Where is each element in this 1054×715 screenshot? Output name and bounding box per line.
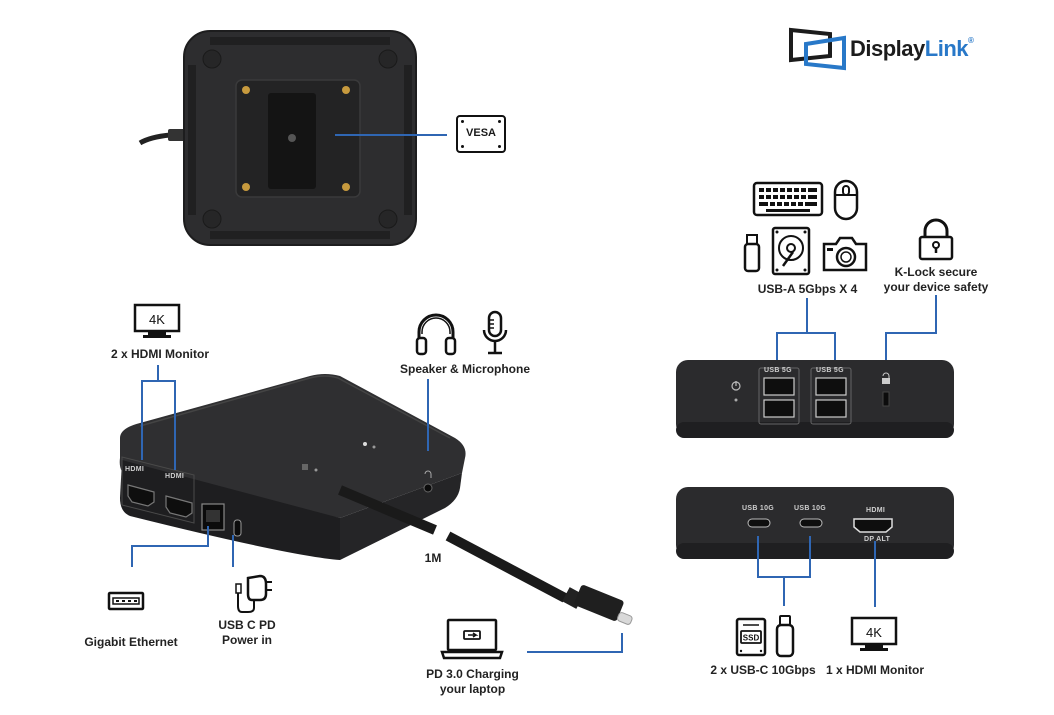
usb-a-callout-line-right — [834, 332, 836, 368]
audio-callout-line — [427, 379, 429, 451]
usb-5g-label-2: USB 5G — [816, 367, 844, 374]
usb-a-callout-line-left — [776, 332, 778, 368]
k-lock-label: K-Lock secure your device safety — [876, 265, 996, 295]
k-lock-callout-line-v2 — [885, 332, 887, 368]
gigabit-ethernet-label: Gigabit Ethernet — [84, 635, 178, 649]
microphone-icon — [482, 310, 508, 355]
hdmi-callout-line-left — [141, 380, 143, 460]
k-lock-callout-line-v1 — [935, 295, 937, 333]
usb-c-pd-power-label: USB C PD Power in — [212, 618, 282, 648]
usb-10g-label-1: USB 10G — [742, 505, 775, 512]
usb-c-callout-line-left — [757, 536, 759, 577]
hard-drive-icon — [771, 226, 811, 276]
usb-a-callout-line-h — [776, 332, 836, 334]
registered-mark: ® — [968, 36, 974, 45]
hdmi-callout-line-main — [157, 365, 159, 381]
displaylink-logo-icon — [789, 27, 846, 71]
device-bottom-view — [138, 25, 430, 250]
k-lock-icon — [918, 218, 954, 261]
power-callout-line — [232, 535, 234, 567]
ethernet-callout-line-v2 — [131, 545, 133, 567]
usb-c-callout-line-right — [809, 536, 811, 577]
keyboard-icon — [752, 181, 824, 217]
vesa-label: VESA — [466, 127, 496, 139]
laptop-charging-icon — [440, 618, 504, 660]
front-hdmi-port-label-2: HDMI — [165, 473, 185, 480]
power-adapter-icon — [235, 574, 272, 613]
monitor-4k-text: 4K — [149, 312, 165, 327]
monitor-4k-right-icon: 4K — [850, 616, 898, 651]
brand-name-display: Display — [850, 36, 925, 61]
usb-10g-label-2: USB 10G — [794, 505, 827, 512]
mouse-icon — [833, 179, 859, 221]
usb-flash-drive-icon — [743, 234, 761, 273]
device-front-image — [119, 374, 466, 560]
pd-charging-line2: your laptop — [439, 682, 506, 696]
k-lock-callout-line-h — [885, 332, 937, 334]
hdmi-right-callout-line — [874, 541, 876, 607]
hdmi-monitor-label: 2 x HDMI Monitor — [111, 347, 209, 361]
ssd-icon-text: SSD — [743, 634, 760, 643]
camera-icon — [822, 236, 868, 272]
usb-c-cable — [338, 485, 633, 625]
ethernet-callout-line-h — [131, 545, 209, 547]
speaker-microphone-label: Speaker & Microphone — [399, 362, 531, 376]
monitor-4k-right-text: 4K — [866, 625, 882, 640]
ssd-icon: SSD — [735, 617, 767, 657]
vesa-callout-line — [335, 134, 447, 136]
brand-name-link: Link — [924, 36, 969, 61]
hdmi-monitor-right-label: 1 x HDMI Monitor — [826, 663, 924, 677]
usb-c-pd-line1: USB C PD — [218, 618, 276, 632]
ethernet-icon — [107, 591, 145, 611]
pd-charging-label: PD 3.0 Charging your laptop — [415, 667, 530, 697]
laptop-callout-line-v — [621, 633, 623, 653]
usb-a-label: USB-A 5Gbps X 4 — [757, 282, 858, 296]
device-side-view-usb-a — [676, 360, 954, 438]
hdmi-callout-line-right — [174, 380, 176, 470]
usb-c-flash-drive-icon — [775, 615, 795, 658]
hdmi-callout-line-horizontal — [141, 380, 175, 382]
speaker-headphones-icon — [415, 313, 457, 356]
device-side-view-usb-c — [676, 487, 954, 559]
usb-a-callout-line-main — [806, 298, 808, 333]
laptop-callout-line-h — [527, 651, 623, 653]
usb-c-10gbps-label: 2 x USB-C 10Gbps — [710, 663, 816, 677]
usb-5g-label-1: USB 5G — [764, 367, 792, 374]
front-hdmi-port-label-1: HDMI — [125, 466, 145, 473]
displaylink-logo: DisplayLink® — [788, 26, 988, 71]
hdmi-port-label: HDMI — [866, 507, 886, 514]
k-lock-line2: your device safety — [883, 280, 989, 294]
dp-alt-port-label: DP ALT — [864, 536, 891, 543]
cable-length-label: 1M — [424, 551, 442, 565]
device-bottom-image — [138, 30, 417, 246]
monitor-4k-icon: 4K — [133, 303, 181, 338]
k-lock-line1: K-Lock secure — [894, 265, 978, 279]
displaylink-wordmark: DisplayLink® — [850, 36, 974, 62]
vesa-badge: VESA — [456, 115, 506, 153]
ethernet-callout-line-v1 — [207, 526, 209, 546]
pd-charging-line1: PD 3.0 Charging — [426, 667, 519, 681]
usb-c-pd-line2: Power in — [221, 633, 272, 647]
usb-c-callout-line-main — [783, 576, 785, 606]
